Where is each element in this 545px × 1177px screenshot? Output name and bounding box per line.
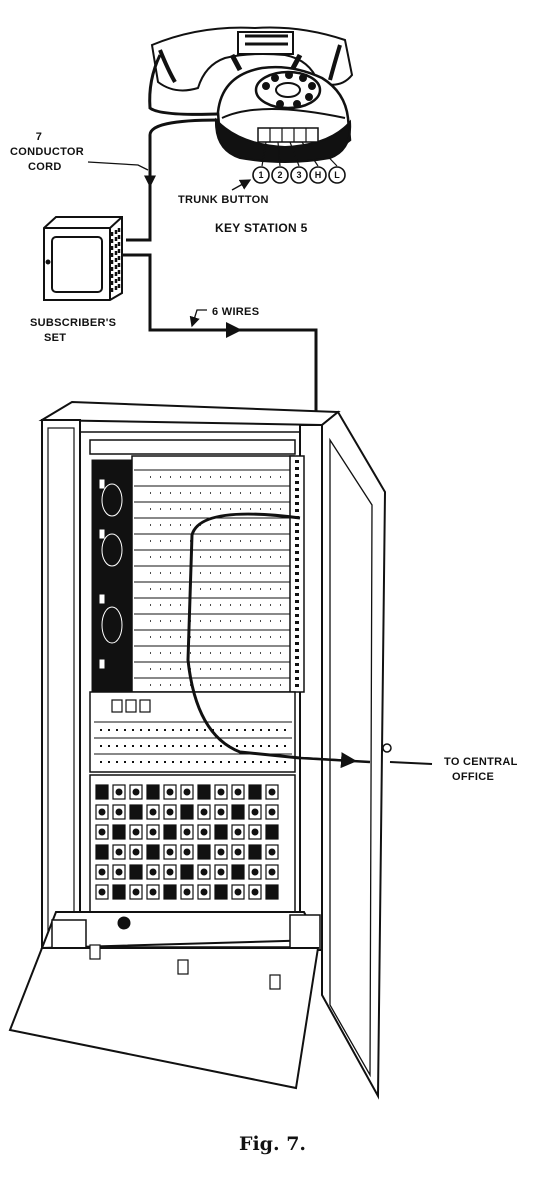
relay-contact [183, 828, 191, 836]
relay-contact [251, 828, 259, 836]
relay-contact [115, 808, 123, 816]
relay-contact [200, 808, 208, 816]
relay-contact [98, 868, 106, 876]
relay-unit [112, 884, 126, 900]
relay-unit [95, 784, 109, 800]
trunk-button-label: TRUNK BUTTON [178, 194, 269, 206]
relay-unit [180, 864, 194, 880]
relay-contact [268, 788, 276, 796]
relay-contact [183, 848, 191, 856]
key-station-label: KEY STATION 5 [215, 221, 308, 235]
relay-contact [217, 848, 225, 856]
relay-unit [265, 884, 279, 900]
conductor-cord-label-line2: CORD [28, 161, 62, 173]
key-button-2-label: 2 [277, 170, 283, 180]
relay-unit [231, 864, 245, 880]
key-button-3-circle [290, 166, 308, 184]
relay-contact [251, 888, 259, 896]
relay-contact [183, 788, 191, 796]
key-button-3-label: 3 [296, 170, 302, 180]
relay-contact [149, 808, 157, 816]
relay-unit [129, 804, 143, 820]
relay-contact [268, 868, 276, 876]
telephone-icon [150, 26, 354, 163]
relay-contact [183, 888, 191, 896]
relay-unit [197, 844, 211, 860]
key-button-l-circle [328, 166, 346, 184]
relay-contact [200, 828, 208, 836]
relay-contact [217, 808, 225, 816]
relay-contact [251, 868, 259, 876]
key-button-2-circle [271, 166, 289, 184]
subscribers-set-label-line1: SUBSCRIBER'S [30, 317, 117, 329]
relay-unit [163, 824, 177, 840]
to-central-office-label-line1: TO CENTRAL [444, 756, 518, 768]
relay-contact [166, 808, 174, 816]
key-button-l-label: L [334, 170, 340, 180]
figure-caption: Fig. 7. [238, 1133, 307, 1155]
internal-wire [186, 512, 301, 760]
relay-contact [149, 888, 157, 896]
relay-contact [234, 788, 242, 796]
relay-unit [146, 784, 160, 800]
relay-contact [132, 888, 140, 896]
relay-unit [214, 884, 228, 900]
relay-contact [251, 808, 259, 816]
relay-unit [197, 784, 211, 800]
relay-contact [200, 888, 208, 896]
relay-contact [115, 868, 123, 876]
relay-contact [115, 848, 123, 856]
relay-contact [149, 868, 157, 876]
relay-contact [132, 828, 140, 836]
relay-unit [129, 864, 143, 880]
six-wires-label: 6 WIRES [212, 306, 260, 318]
conductor-cord-leader [87, 161, 149, 171]
relay-contact [98, 888, 106, 896]
handset-cord [148, 54, 219, 116]
conductor-cord-label-line1: CONDUCTOR [10, 146, 84, 158]
relay-unit [163, 884, 177, 900]
relay-unit [112, 824, 126, 840]
to-central-office-label-line2: OFFICE [452, 771, 495, 783]
seven-conductor-cord [126, 118, 219, 242]
relay-contact [166, 868, 174, 876]
relay-unit [146, 844, 160, 860]
relay-unit [95, 844, 109, 860]
subscribers-set-icon [43, 216, 123, 301]
trunk-button-arrow [231, 179, 252, 191]
relay-contact [234, 848, 242, 856]
subscribers-set-label-line2: SET [44, 332, 67, 344]
relay-contact [166, 788, 174, 796]
relay-contact [217, 788, 225, 796]
relay-contact [115, 788, 123, 796]
relay-contact [132, 788, 140, 796]
key-button-1-label: 1 [258, 170, 264, 180]
key-button-1-circle [252, 166, 270, 184]
relay-unit [248, 784, 262, 800]
relay-unit [214, 824, 228, 840]
relay-contact [234, 828, 242, 836]
relay-contact [166, 848, 174, 856]
relay-contact [149, 828, 157, 836]
relay-contact [217, 868, 225, 876]
relay-contact [98, 828, 106, 836]
key-button-h-label: H [314, 170, 322, 180]
equipment-cabinet [8, 400, 392, 1100]
relay-unit [265, 824, 279, 840]
relay-contact [268, 808, 276, 816]
relay-contact [132, 848, 140, 856]
key-leaders [261, 141, 338, 167]
relay-unit [248, 844, 262, 860]
relay-contact [200, 868, 208, 876]
key-button-h-circle [309, 166, 327, 184]
relay-contact [98, 808, 106, 816]
relay-contact [268, 848, 276, 856]
relay-unit [231, 804, 245, 820]
six-wires-leader [189, 309, 207, 328]
conductor-cord-number: 7 [35, 131, 43, 143]
relay-contact [234, 888, 242, 896]
relay-unit [180, 804, 194, 820]
